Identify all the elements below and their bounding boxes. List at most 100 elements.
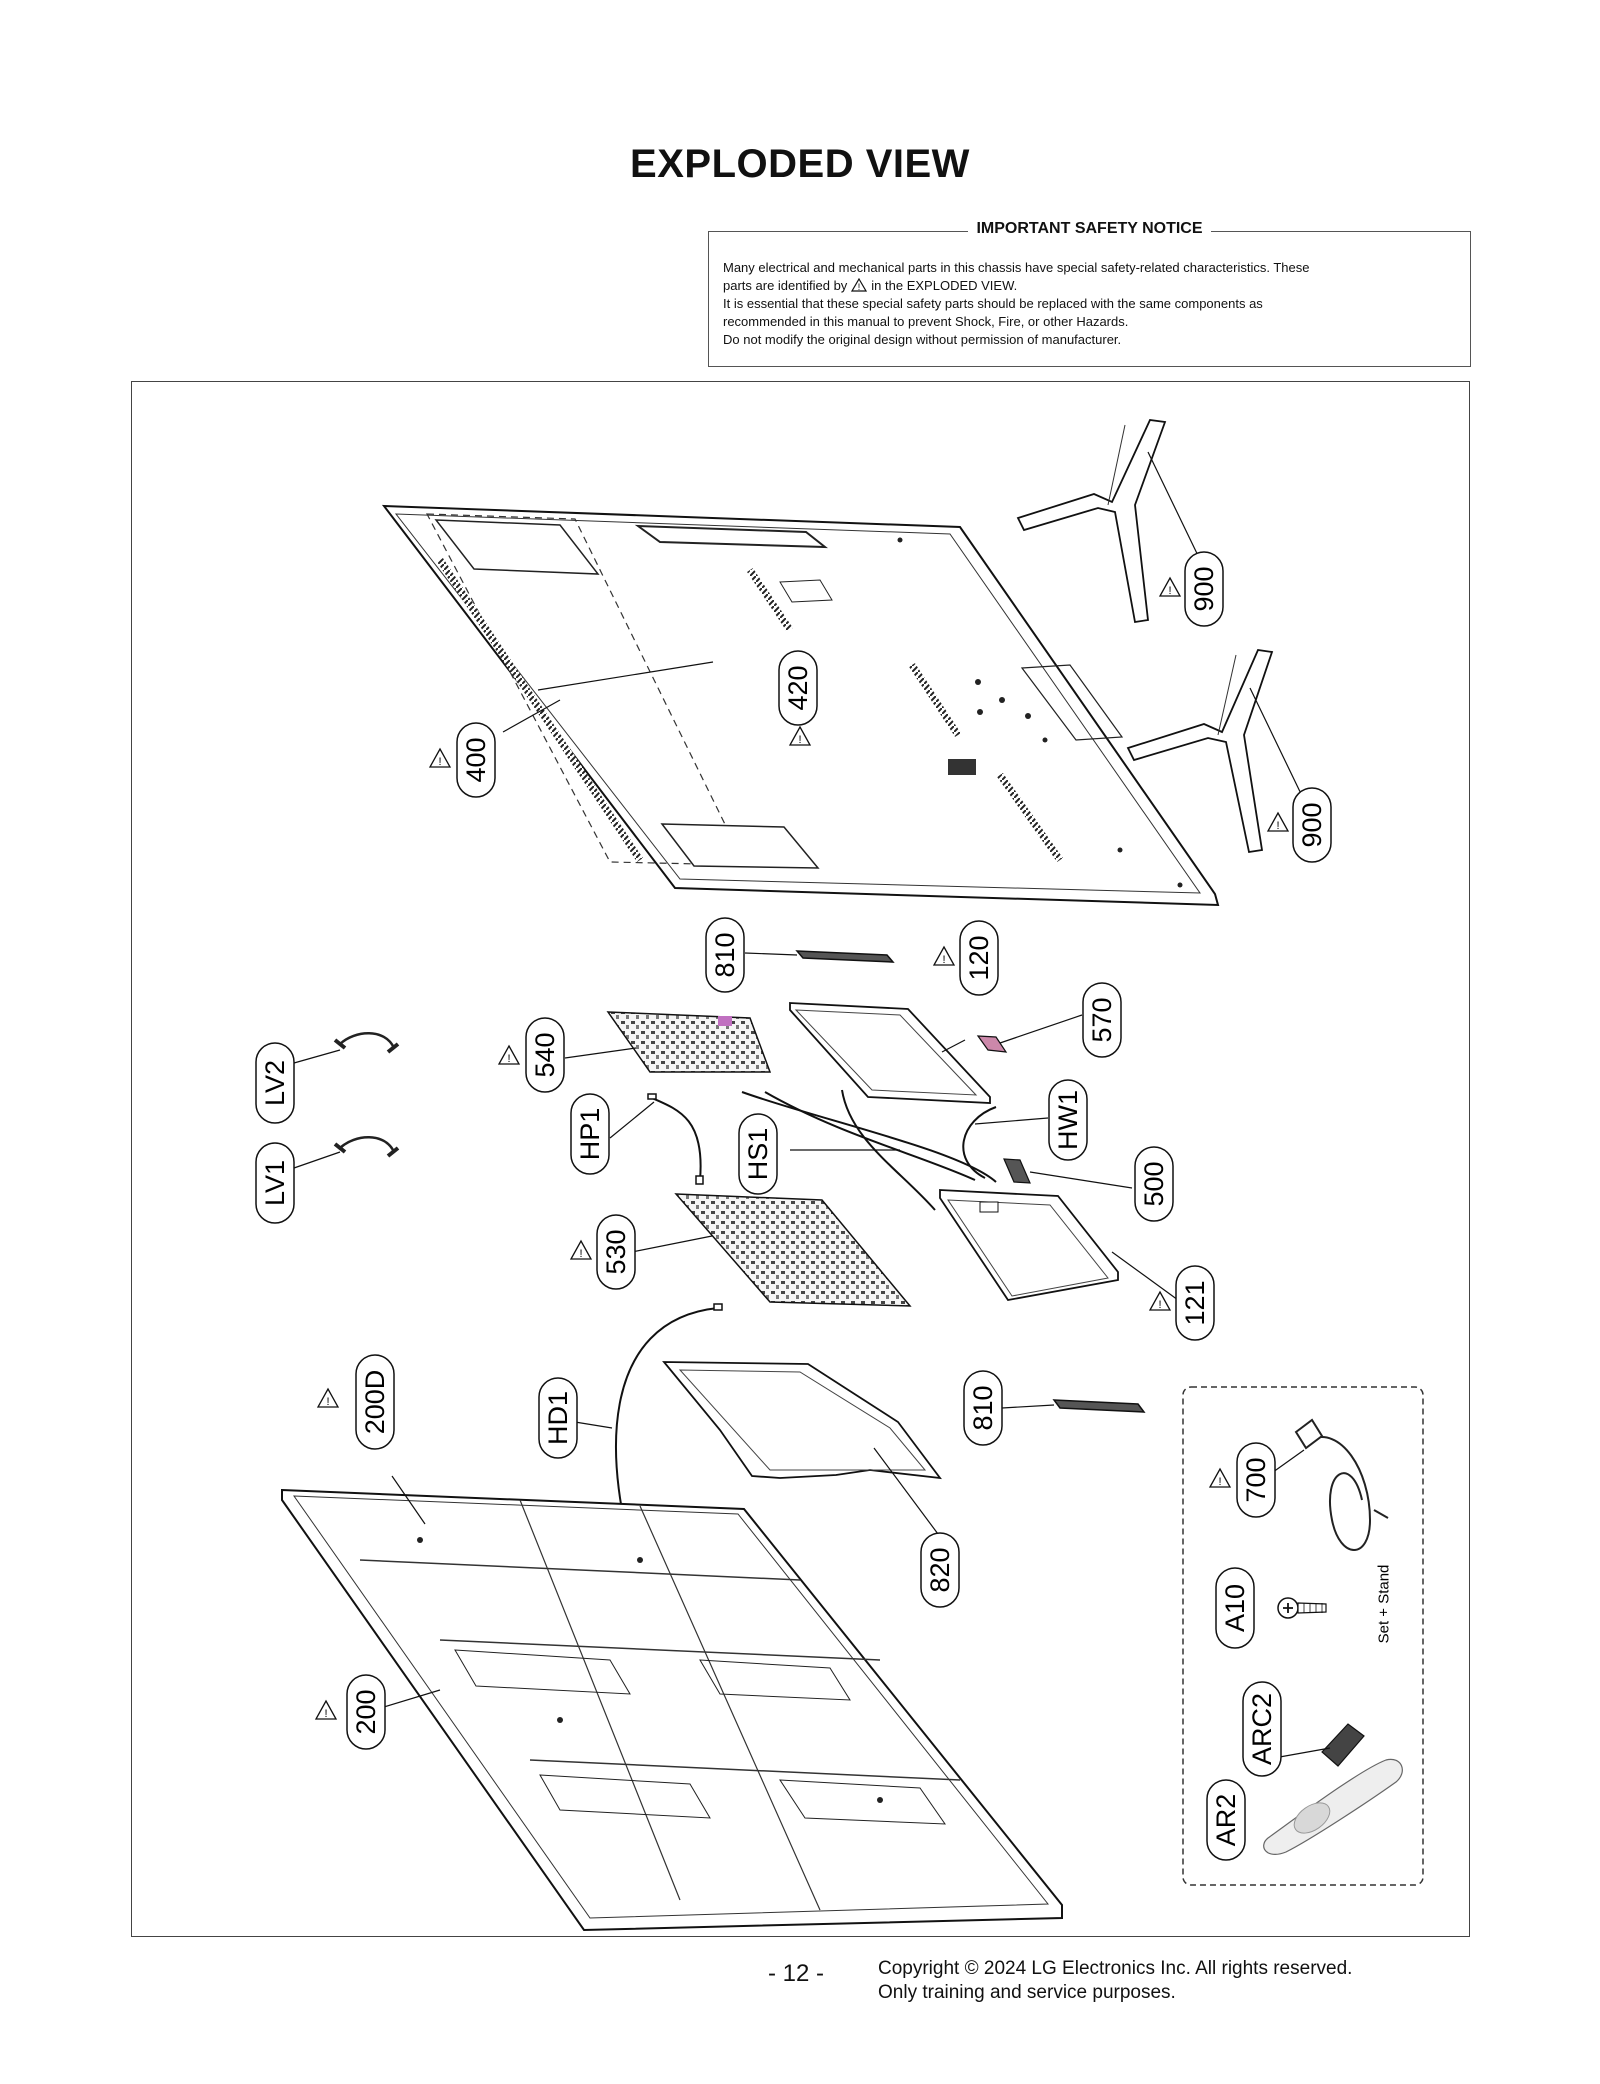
safety-notice-heading: IMPORTANT SAFETY NOTICE bbox=[968, 220, 1211, 237]
warning-triangle-icon bbox=[317, 1388, 339, 1409]
label-900-lower: 900 bbox=[1292, 787, 1332, 863]
part-number: 120 bbox=[964, 935, 994, 980]
part-number: HW1 bbox=[1053, 1090, 1083, 1150]
part-number: 570 bbox=[1087, 997, 1117, 1042]
page-number: - 12 - bbox=[768, 1960, 825, 1987]
power-cord-700 bbox=[1294, 1418, 1389, 1551]
copyright-line: Copyright © 2024 LG Electronics Inc. All… bbox=[878, 1958, 1353, 1979]
part-number: 200D bbox=[360, 1370, 390, 1435]
warning-triangle-icon bbox=[429, 748, 451, 769]
label-540: 540 bbox=[525, 1017, 565, 1093]
copyright-notice: Copyright © 2024 LG Electronics Inc. All… bbox=[878, 1957, 1352, 2005]
warning-triangle-icon bbox=[1159, 577, 1181, 598]
copyright-line: Only training and service purposes. bbox=[878, 1982, 1176, 2003]
warning-triangle-icon bbox=[315, 1700, 337, 1721]
label-lv1: LV1 bbox=[255, 1142, 295, 1224]
notice-line-text: in the EXPLODED VIEW. bbox=[871, 278, 1018, 293]
cable-lv1 bbox=[333, 1136, 400, 1158]
label-ar2: AR2 bbox=[1206, 1779, 1246, 1861]
part-number: 420 bbox=[783, 665, 813, 710]
label-420: 420 bbox=[778, 650, 818, 726]
notice-line: recommended in this manual to prevent Sh… bbox=[723, 314, 1129, 329]
label-900-upper: 900 bbox=[1184, 551, 1224, 627]
part-number: 400 bbox=[461, 737, 491, 782]
part-number: LV1 bbox=[260, 1160, 290, 1206]
part-number: 540 bbox=[530, 1032, 560, 1077]
safety-notice-body: Many electrical and mechanical parts in … bbox=[723, 259, 1456, 349]
display-module-200 bbox=[281, 1488, 1063, 1932]
leader-line-120 bbox=[941, 1039, 966, 1053]
part-number: ARC2 bbox=[1247, 1693, 1277, 1765]
label-810-upper: 810 bbox=[705, 917, 745, 993]
label-arc2: ARC2 bbox=[1242, 1681, 1282, 1777]
notice-line: Do not modify the original design withou… bbox=[723, 332, 1122, 347]
part-number: 700 bbox=[1241, 1457, 1271, 1502]
leader-line-hw1 bbox=[974, 1117, 1049, 1125]
part-810-upper bbox=[795, 950, 895, 963]
part-number: A10 bbox=[1220, 1584, 1250, 1632]
label-hs1: HS1 bbox=[738, 1113, 778, 1195]
part-820-bracket bbox=[662, 1361, 942, 1480]
leader-line-400 bbox=[502, 699, 561, 733]
label-a10: A10 bbox=[1215, 1567, 1255, 1649]
cable-hp1 bbox=[647, 1093, 704, 1185]
safety-notice-box: IMPORTANT SAFETY NOTICE Many electrical … bbox=[708, 220, 1471, 367]
label-200d: 200D bbox=[355, 1354, 395, 1450]
leader-line-lv2 bbox=[293, 1049, 341, 1064]
diagram-frame bbox=[131, 381, 1470, 1937]
label-200: 200 bbox=[346, 1674, 386, 1750]
part-number: 900 bbox=[1189, 566, 1219, 611]
part-number: 500 bbox=[1139, 1161, 1169, 1206]
remote-control-ar2 bbox=[1263, 1758, 1403, 1855]
label-lv2: LV2 bbox=[255, 1042, 295, 1124]
part-120 bbox=[789, 1002, 991, 1104]
notice-line: Many electrical and mechanical parts in … bbox=[723, 260, 1310, 275]
leader-line-540 bbox=[564, 1047, 637, 1059]
part-number: 820 bbox=[925, 1547, 955, 1592]
notice-line: parts are identified by! in the EXPLODED … bbox=[723, 277, 1456, 295]
leader-line-lv1 bbox=[293, 1151, 341, 1169]
leader-line-810 bbox=[1001, 1404, 1055, 1409]
warning-triangle-icon bbox=[570, 1240, 592, 1261]
leader-line-420 bbox=[537, 661, 714, 691]
leader-line-500 bbox=[1029, 1171, 1133, 1189]
stand-900-upper bbox=[1016, 419, 1167, 624]
leader-line-200d bbox=[391, 1475, 426, 1525]
stand-900-lower bbox=[1126, 649, 1274, 854]
part-number: HP1 bbox=[575, 1108, 605, 1161]
label-121: 121 bbox=[1175, 1265, 1215, 1341]
cable-lv2 bbox=[333, 1032, 400, 1054]
warning-triangle-icon bbox=[1149, 1291, 1171, 1312]
cable-hs1 bbox=[741, 1091, 997, 1183]
warning-triangle-icon bbox=[933, 946, 955, 967]
page-title: EXPLODED VIEW bbox=[630, 142, 970, 186]
label-530: 530 bbox=[596, 1214, 636, 1290]
part-121 bbox=[939, 1189, 1119, 1301]
part-number: AR2 bbox=[1211, 1794, 1241, 1847]
part-number: HD1 bbox=[543, 1391, 573, 1445]
leader-line-hp1 bbox=[609, 1101, 655, 1139]
part-500 bbox=[1003, 1158, 1031, 1184]
battery-arc2 bbox=[1321, 1723, 1365, 1767]
label-400: 400 bbox=[456, 722, 496, 798]
label-810-lower: 810 bbox=[963, 1370, 1003, 1446]
part-number: 810 bbox=[710, 932, 740, 977]
part-540-board bbox=[606, 1011, 772, 1073]
leader-line-121 bbox=[1111, 1251, 1179, 1301]
accessory-note: Set + Stand bbox=[1376, 1565, 1393, 1644]
warning-triangle-icon bbox=[1267, 812, 1289, 833]
part-number: 530 bbox=[601, 1229, 631, 1274]
accessory-box bbox=[1182, 1386, 1424, 1886]
part-810-lower bbox=[1052, 1399, 1146, 1413]
part-530-board bbox=[674, 1193, 912, 1307]
label-820: 820 bbox=[920, 1532, 960, 1608]
warning-triangle-icon: ! bbox=[851, 278, 868, 292]
part-570 bbox=[976, 1035, 1008, 1053]
leader-line-900 bbox=[1147, 451, 1205, 569]
label-700: 700 bbox=[1236, 1442, 1276, 1518]
svg-text:!: ! bbox=[858, 282, 861, 292]
notice-line-text: parts are identified by bbox=[723, 278, 848, 293]
cable-hw1 bbox=[841, 1089, 997, 1211]
part-number: 200 bbox=[351, 1689, 381, 1734]
label-570: 570 bbox=[1082, 982, 1122, 1058]
